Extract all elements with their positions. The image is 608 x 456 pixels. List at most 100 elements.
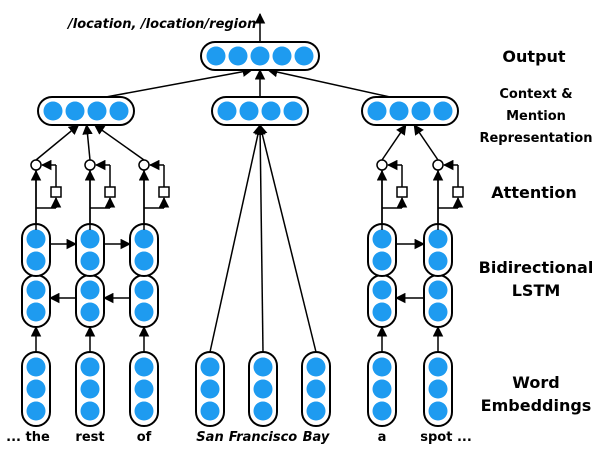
left-context-representation-unit <box>109 101 129 121</box>
word-embedding-vector-unit <box>26 379 46 399</box>
word-embedding-vector-unit <box>428 379 448 399</box>
right-context-representation-unit <box>433 101 453 121</box>
lstm-backward-cell-unit <box>134 302 154 322</box>
connection-arrow <box>105 66 254 98</box>
lstm-forward-cell-unit <box>26 251 46 271</box>
attention-weighting-node <box>84 159 96 171</box>
left-context-representation <box>37 96 135 126</box>
attention-weighting-node <box>432 159 444 171</box>
connection-arrow <box>266 66 391 98</box>
attention-to-context <box>82 123 93 161</box>
lstm-forward-cell-unit <box>26 229 46 249</box>
right-context-representation-unit <box>389 101 409 121</box>
mention-word-embedding-vector-unit <box>200 401 220 421</box>
lstm-forward-cell-unit <box>80 229 100 249</box>
attention-weighting-node <box>376 159 388 171</box>
mention-representation-unit <box>283 101 303 121</box>
mention-representation-unit <box>261 101 281 121</box>
mention-representation-unit <box>239 101 259 121</box>
label-output: Output <box>502 47 566 66</box>
attention-score-square <box>396 186 408 198</box>
word-embedding-vector-unit <box>372 357 392 377</box>
word-embedding-vector-unit <box>428 401 448 421</box>
word-embedding-vector-unit <box>80 379 100 399</box>
label-bidirectional-lstm: Bidirectional LSTM <box>478 258 594 300</box>
lstm-backward-cell-unit <box>80 280 100 300</box>
word-embedding-vector-unit <box>134 357 154 377</box>
attention-to-context <box>413 124 439 161</box>
lstm-forward-cell-unit <box>134 251 154 271</box>
label-attention: Attention <box>491 183 577 202</box>
token-francisco: Francisco <box>228 430 298 445</box>
word-embedding-vector-unit <box>80 357 100 377</box>
token-san: San <box>196 430 224 445</box>
lstm-backward-cell-unit <box>428 302 448 322</box>
output-layer-unit <box>272 46 292 66</box>
right-context-representation-unit <box>411 101 431 121</box>
attention-weighting-node <box>30 159 42 171</box>
right-context-representation-unit <box>367 101 387 121</box>
connection-arrow <box>209 123 264 353</box>
connection-arrow <box>257 123 317 353</box>
lstm-forward-cell-unit <box>372 251 392 271</box>
lstm-forward-cell-unit <box>372 229 392 249</box>
word-embedding-vector-unit <box>372 401 392 421</box>
output-layer-unit <box>294 46 314 66</box>
word-embedding-vector-unit <box>428 357 448 377</box>
attention-score-square <box>50 186 62 198</box>
mention-word-embedding-vector-unit <box>200 357 220 377</box>
mention-word-embedding-vector-unit <box>306 401 326 421</box>
attention-to-context <box>381 124 407 161</box>
lstm-backward-cell-unit <box>372 302 392 322</box>
mention-word-embedding-vector-unit <box>253 401 273 421</box>
lstm-backward-cell-unit <box>26 302 46 322</box>
left-context-representation-unit <box>65 101 85 121</box>
left-context-representation-unit <box>43 101 63 121</box>
label-word-embeddings: Word Embeddings <box>480 373 592 415</box>
attention-score-square <box>104 186 116 198</box>
token-rest: rest <box>75 430 105 445</box>
attention-to-context <box>35 124 80 161</box>
lstm-backward-cell-unit <box>80 302 100 322</box>
lstm-forward-cell-unit <box>80 251 100 271</box>
token-a: a <box>377 430 387 445</box>
mention-representation-unit <box>217 101 237 121</box>
lstm-forward-cell-unit <box>428 229 448 249</box>
predicted-types: /location, /location/region <box>68 17 257 32</box>
output-layer-unit <box>228 46 248 66</box>
mention-word-embedding-vector-unit <box>306 379 326 399</box>
output-layer-unit <box>250 46 270 66</box>
connection-arrow <box>254 123 266 353</box>
token-bay: Bay <box>302 430 330 445</box>
attention-to-context <box>93 124 145 161</box>
mention-word-embedding-vector-unit <box>306 357 326 377</box>
mention-word-embedding-vector-unit <box>253 379 273 399</box>
lstm-backward-cell-unit <box>134 280 154 300</box>
lstm-forward-cell-unit <box>134 229 154 249</box>
word-embedding-vector-unit <box>26 401 46 421</box>
attention-score-square <box>452 186 464 198</box>
token-the: ... the <box>6 430 50 445</box>
token-of: of <box>136 430 152 445</box>
mention-representation <box>211 96 309 126</box>
left-context-representation-unit <box>87 101 107 121</box>
attention-weighting-node <box>138 159 150 171</box>
lstm-backward-cell-unit <box>26 280 46 300</box>
attention-score-square <box>158 186 170 198</box>
label-context-mention-representation: Context & Mention Representation <box>479 87 593 146</box>
word-embedding-vector-unit <box>134 379 154 399</box>
mention-word-embedding-vector-unit <box>253 357 273 377</box>
lstm-backward-cell-unit <box>428 280 448 300</box>
lstm-forward-cell-unit <box>428 251 448 271</box>
mention-word-embedding-vector-unit <box>200 379 220 399</box>
word-embedding-vector-unit <box>134 401 154 421</box>
token-spot: spot ... <box>420 430 472 445</box>
lstm-backward-cell-unit <box>372 280 392 300</box>
right-context-representation <box>361 96 459 126</box>
word-embedding-vector-unit <box>80 401 100 421</box>
output-layer-unit <box>206 46 226 66</box>
word-embedding-vector-unit <box>26 357 46 377</box>
word-embedding-vector-unit <box>372 379 392 399</box>
